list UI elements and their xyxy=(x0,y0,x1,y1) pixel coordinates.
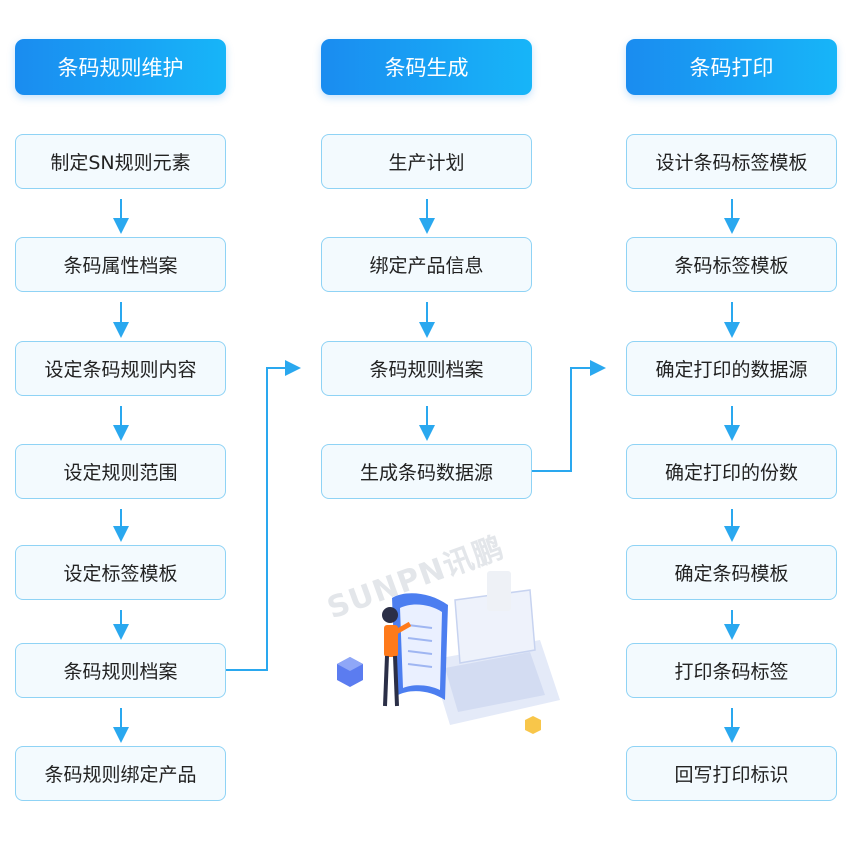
step-print-copies: 确定打印的份数 xyxy=(626,444,837,499)
person-with-laptop-icon xyxy=(337,571,560,734)
step-set-label-template: 设定标签模板 xyxy=(15,545,226,600)
step-production-plan: 生产计划 xyxy=(321,134,532,189)
step-print-datasource: 确定打印的数据源 xyxy=(626,341,837,396)
step-set-rule-content: 设定条码规则内容 xyxy=(15,341,226,396)
step-writeback-flag: 回写打印标识 xyxy=(626,746,837,801)
column-header-barcode-generation: 条码生成 xyxy=(321,39,532,95)
step-confirm-template: 确定条码模板 xyxy=(626,545,837,600)
column-header-rule-maintenance: 条码规则维护 xyxy=(15,39,226,95)
step-generate-datasource: 生成条码数据源 xyxy=(321,444,532,499)
step-set-rule-range: 设定规则范围 xyxy=(15,444,226,499)
step-barcode-attribute-file: 条码属性档案 xyxy=(15,237,226,292)
step-rule-archive: 条码规则档案 xyxy=(15,643,226,698)
step-print-labels: 打印条码标签 xyxy=(626,643,837,698)
step-bind-product: 条码规则绑定产品 xyxy=(15,746,226,801)
step-bind-product-info: 绑定产品信息 xyxy=(321,237,532,292)
step-label-template: 条码标签模板 xyxy=(626,237,837,292)
column-header-barcode-printing: 条码打印 xyxy=(626,39,837,95)
step-rule-archive-gen: 条码规则档案 xyxy=(321,341,532,396)
connector-rule-archive-to-generation xyxy=(226,360,301,671)
step-define-sn-elements: 制定SN规则元素 xyxy=(15,134,226,189)
connector-datasource-to-printing xyxy=(532,360,606,472)
step-design-label-template: 设计条码标签模板 xyxy=(626,134,837,189)
